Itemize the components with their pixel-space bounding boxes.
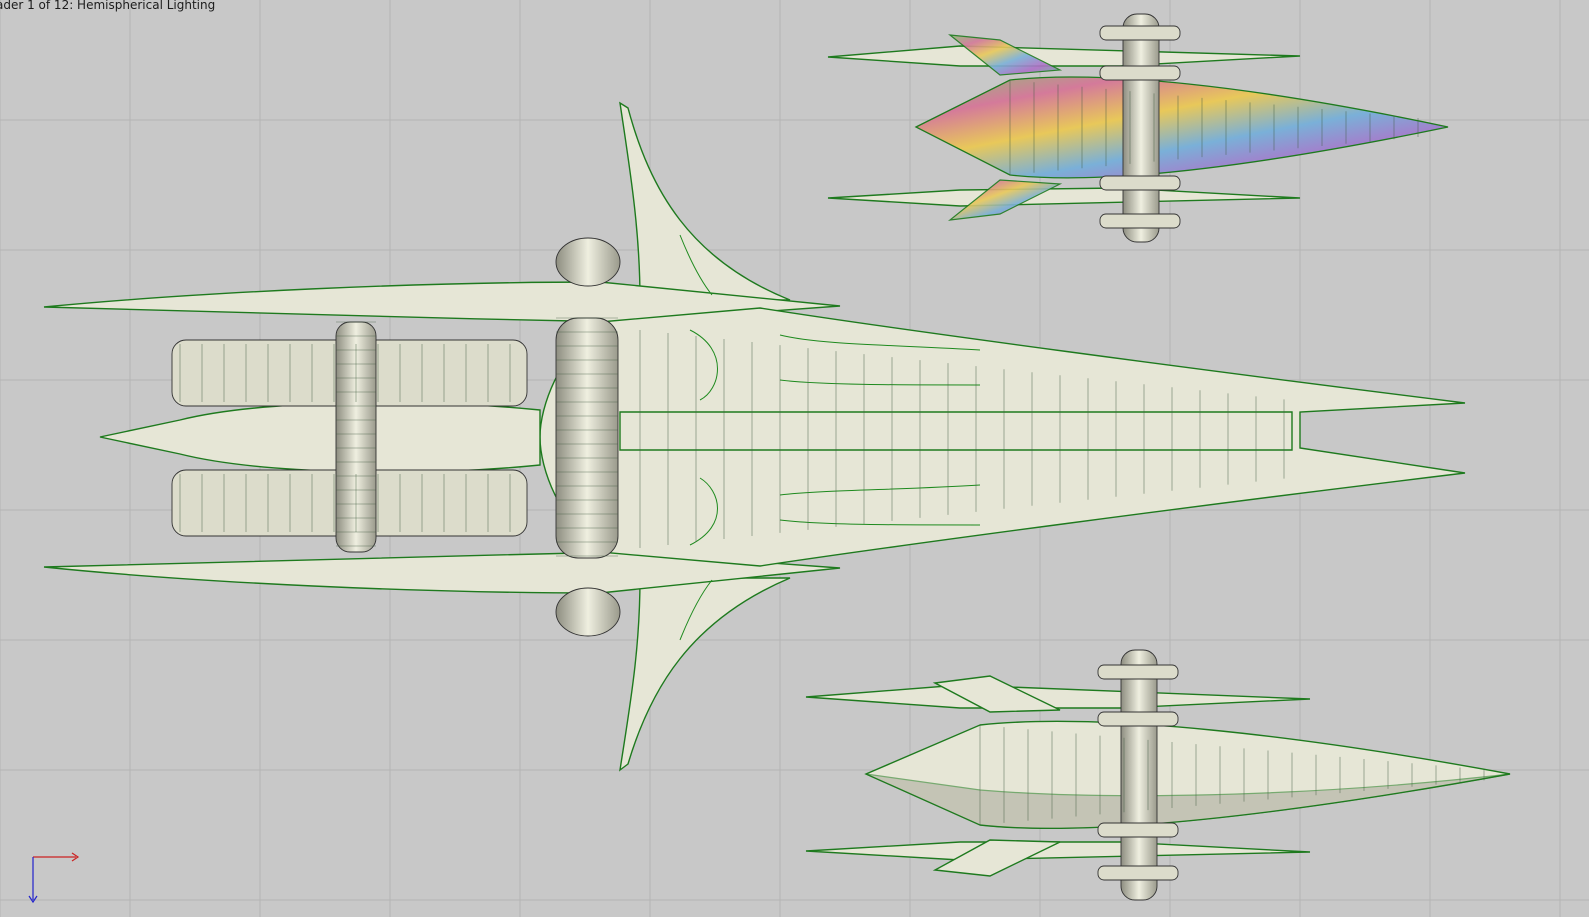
spaceship-bottom-view[interactable] (805, 649, 1511, 901)
spaceship-top-view[interactable] (43, 101, 1466, 772)
iridescent-ship-wireframe (1009, 80, 1419, 175)
axis-gizmo (28, 852, 80, 904)
shader-label: ader 1 of 12: Hemispherical Lighting (0, 0, 216, 12)
bottom-ship-wireframe (979, 725, 1485, 825)
main-ship-wireframe (179, 317, 1285, 557)
spaceship-iridescent-view[interactable] (827, 13, 1449, 243)
